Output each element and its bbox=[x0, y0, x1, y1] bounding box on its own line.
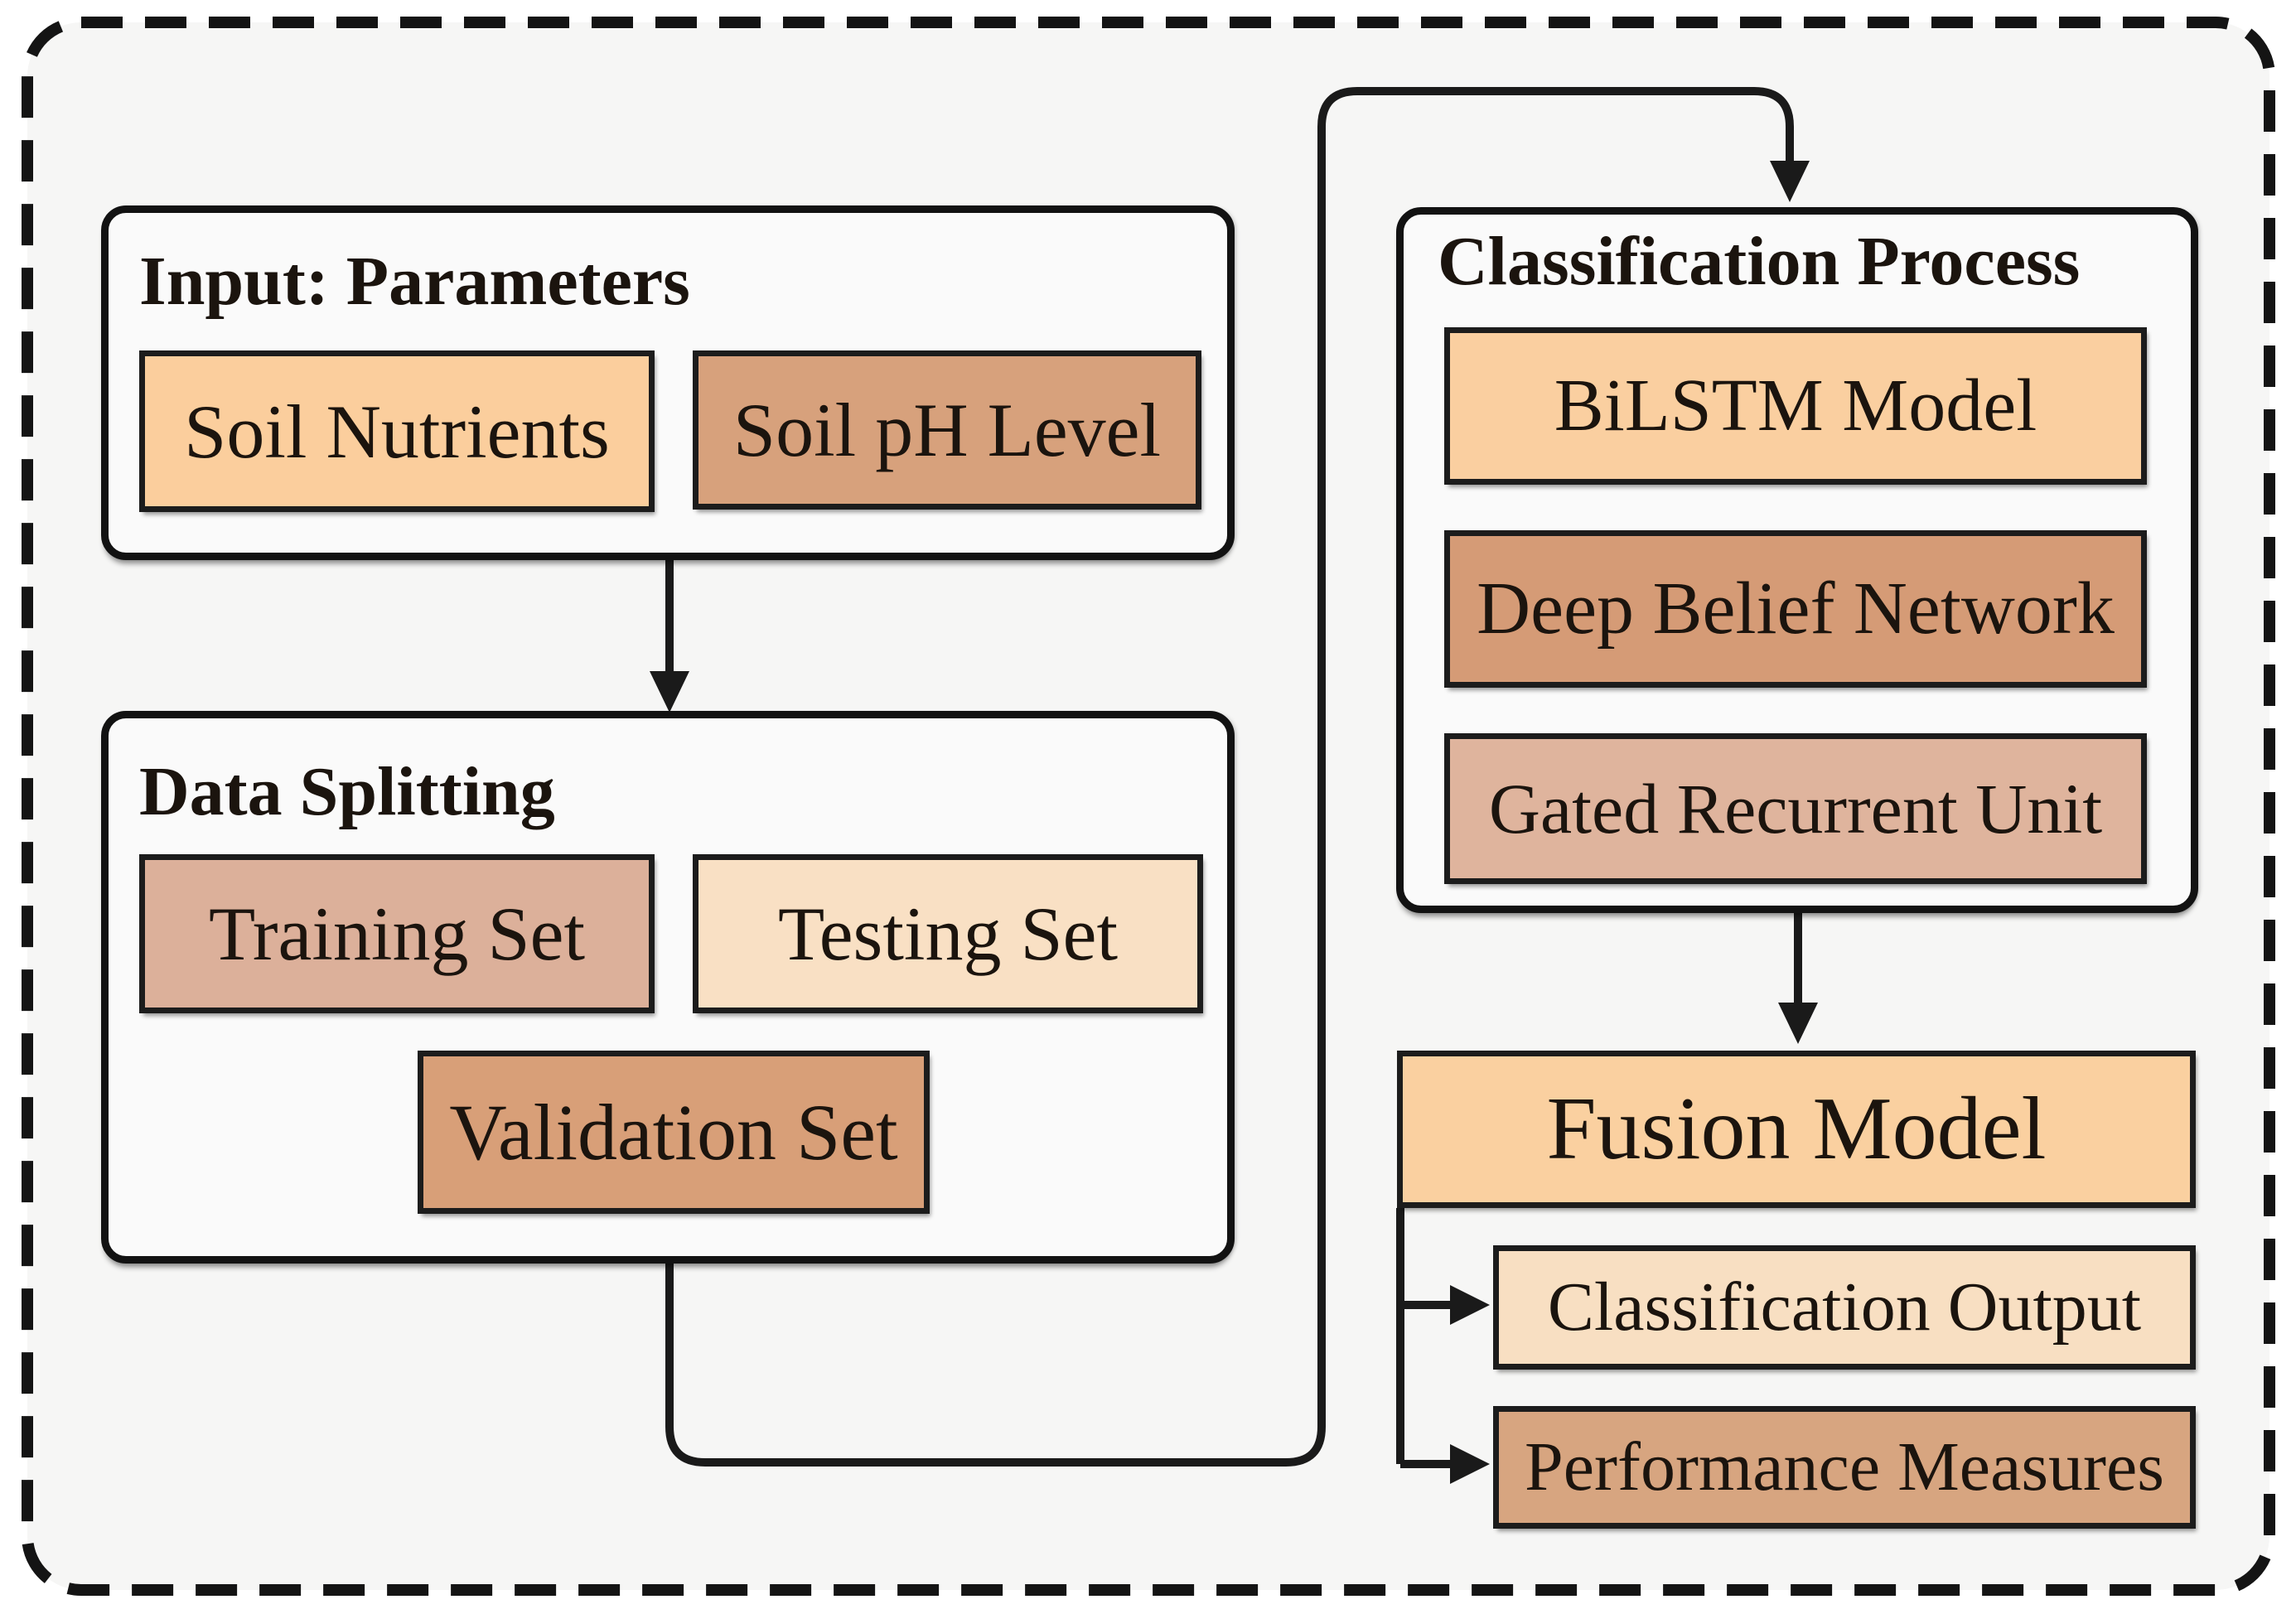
arrow-input-to-splitting-head bbox=[650, 671, 689, 713]
arrow-classification-to-fusion-head bbox=[1778, 1003, 1818, 1044]
connector-splitting-to-classification-line bbox=[665, 87, 1794, 1467]
performance-measures-label: Performance Measures bbox=[1525, 1428, 2164, 1505]
soil-ph-level-label: Soil pH Level bbox=[732, 388, 1162, 472]
classification-process-title: Classification Process bbox=[1438, 223, 2081, 300]
gated-recurrent-unit-box: Gated Recurrent Unit bbox=[1444, 733, 2147, 884]
input-parameters-title: Input: Parameters bbox=[139, 243, 690, 320]
arrow-fusion-to-classification-output-head bbox=[1450, 1285, 1490, 1325]
classification-output-label: Classification Output bbox=[1547, 1268, 2142, 1346]
deep-belief-network-box: Deep Belief Network bbox=[1444, 530, 2147, 688]
testing-set-label: Testing Set bbox=[777, 892, 1119, 976]
soil-ph-level-box: Soil pH Level bbox=[693, 350, 1201, 510]
dashed-border bbox=[22, 17, 2275, 1596]
training-set-box: Training Set bbox=[139, 854, 655, 1013]
validation-set-box: Validation Set bbox=[418, 1051, 930, 1214]
branch-fusion-to-outputs-lines bbox=[1396, 1208, 1450, 1468]
classification-output-box: Classification Output bbox=[1493, 1245, 2196, 1370]
gated-recurrent-unit-label: Gated Recurrent Unit bbox=[1488, 769, 2103, 848]
arrow-fusion-to-performance-measures-head bbox=[1450, 1444, 1490, 1484]
testing-set-box: Testing Set bbox=[693, 854, 1203, 1013]
soil-nutrients-box: Soil Nutrients bbox=[139, 350, 655, 512]
soil-nutrients-label: Soil Nutrients bbox=[184, 389, 610, 474]
validation-set-label: Validation Set bbox=[449, 1087, 898, 1177]
data-splitting-title: Data Splitting bbox=[139, 753, 555, 830]
bilstm-model-box: BiLSTM Model bbox=[1444, 327, 2147, 485]
performance-measures-box: Performance Measures bbox=[1493, 1406, 2196, 1529]
training-set-label: Training Set bbox=[208, 892, 586, 976]
bilstm-model-label: BiLSTM Model bbox=[1554, 365, 2037, 447]
connector-splitting-to-classification-head bbox=[1770, 161, 1810, 202]
fusion-model-box: Fusion Model bbox=[1397, 1051, 2196, 1208]
deep-belief-network-label: Deep Belief Network bbox=[1477, 568, 2115, 650]
fusion-model-label: Fusion Model bbox=[1546, 1080, 2047, 1178]
